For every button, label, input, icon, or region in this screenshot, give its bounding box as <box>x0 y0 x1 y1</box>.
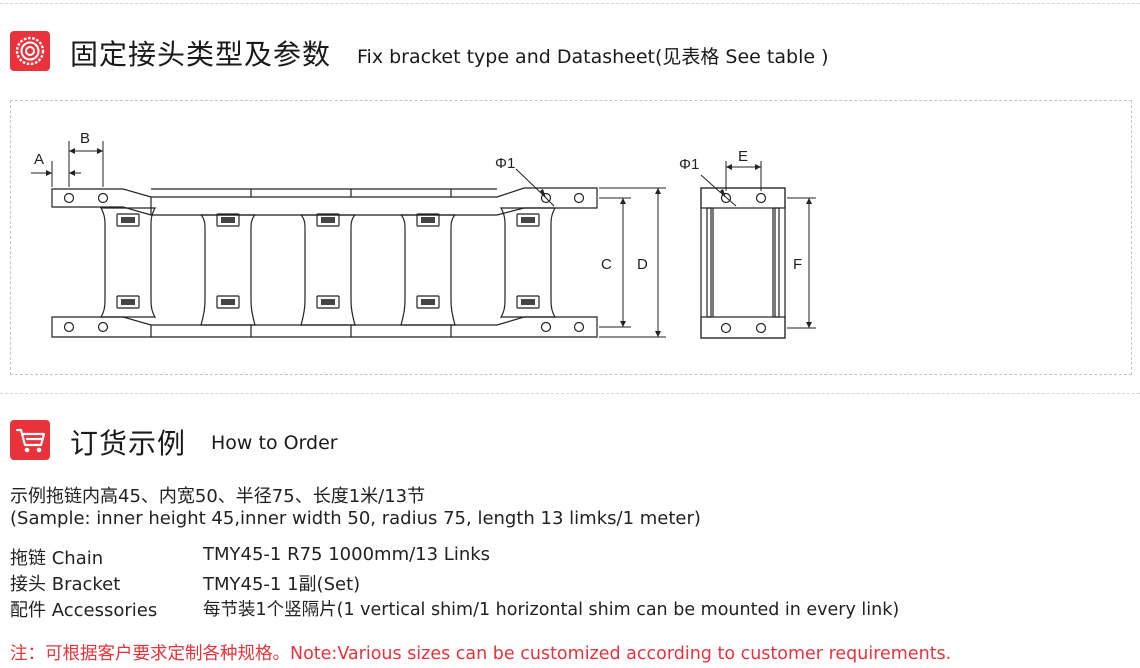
section2-title-zh: 订货示例 <box>70 427 187 460</box>
bracket-drawing: A B C D Φ1 <box>10 100 1132 375</box>
dim-label-phi1-left: Φ1 <box>495 155 515 172</box>
dim-label-d: D <box>637 256 648 273</box>
order-value-accessories: 每节装1个竖隔片(1 vertical shim/1 horizontal sh… <box>203 600 900 620</box>
shopping-cart-icon <box>10 420 50 460</box>
section2-title-en: How to Order <box>211 432 338 454</box>
order-value-chain: TMY45-1 R75 1000mm/13 Links <box>203 544 491 565</box>
order-label-chain: 拖链 Chain <box>10 548 104 569</box>
sample-line-en: (Sample: inner height 45,inner width 50,… <box>10 508 701 529</box>
bracket-diagram: A B C D Φ1 <box>31 130 816 339</box>
top-divider <box>0 3 1140 4</box>
dim-label-a: A <box>34 151 44 168</box>
customization-note: 注：可根据客户要求定制各种规格。Note:Various sizes can b… <box>10 644 952 664</box>
dim-label-c: C <box>601 256 612 273</box>
sample-line-zh: 示例拖链内高45、内宽50、半径75、长度1米/13节 <box>10 486 426 507</box>
dim-label-f: F <box>793 256 802 273</box>
dim-label-e: E <box>738 148 748 165</box>
gear-ring-icon <box>10 31 50 71</box>
dim-label-phi1-right: Φ1 <box>679 156 699 173</box>
dim-label-b: B <box>80 130 90 147</box>
section1-title-zh: 固定接头类型及参数 <box>70 38 332 71</box>
section1-title-en: Fix bracket type and Datasheet(见表格 See t… <box>357 46 829 68</box>
order-label-accessories: 配件 Accessories <box>10 600 158 621</box>
order-label-bracket: 接头 Bracket <box>10 574 121 595</box>
section-divider <box>0 393 1140 394</box>
order-value-bracket: TMY45-1 1副(Set) <box>203 574 361 595</box>
